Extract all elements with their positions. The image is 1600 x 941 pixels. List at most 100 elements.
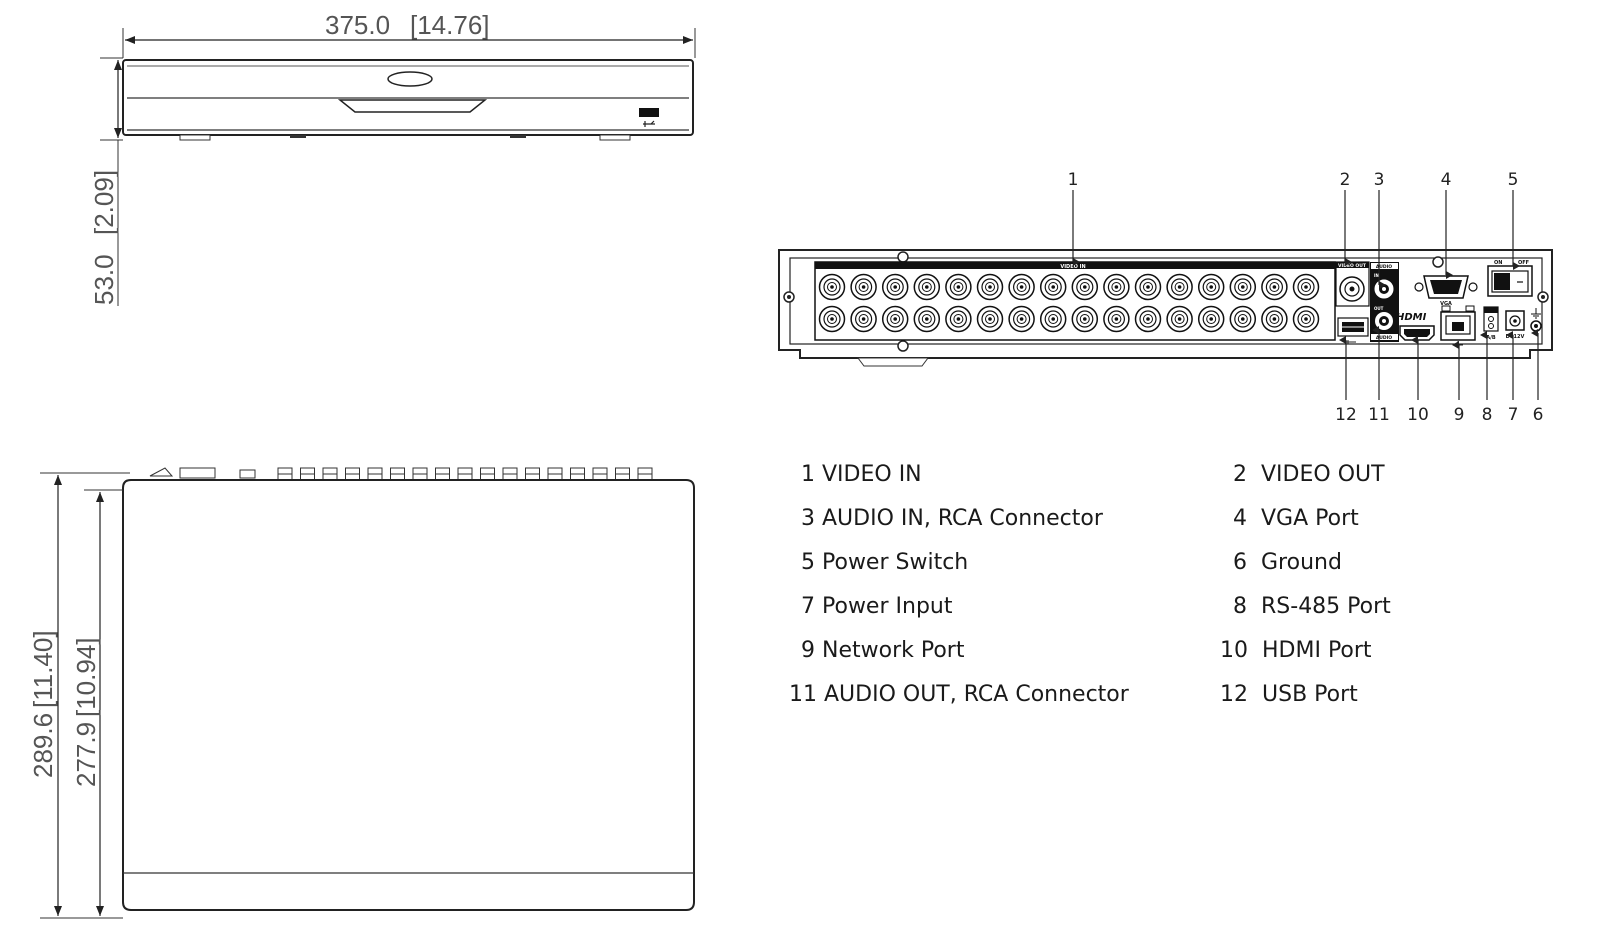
video-in-port xyxy=(818,305,846,333)
switch-off-label: OFF xyxy=(1518,260,1529,266)
legend-item-4: 4 VGA Port xyxy=(1233,506,1359,531)
vga-label: VGA xyxy=(1440,301,1452,307)
legend-item-7: 7 Power Input xyxy=(801,594,952,619)
legend-item-10: 10 HDMI Port xyxy=(1220,638,1372,663)
front-view: 375.0 [14.76] 53.0 [2.09] xyxy=(89,10,696,306)
legend-item-11: 11 AUDIO OUT, RCA Connector xyxy=(789,682,1129,707)
power-input-label: DC12V xyxy=(1506,334,1525,340)
callout-2: 2 xyxy=(1340,170,1351,190)
width-dimension: 375.0 xyxy=(325,10,390,40)
video-in-port xyxy=(1166,305,1193,333)
legend-item-3: 3 AUDIO IN, RCA Connector xyxy=(801,506,1103,531)
height-dimension: 53.0 xyxy=(89,254,119,305)
video-in-port xyxy=(976,273,1004,301)
dahua-logo xyxy=(387,71,433,87)
video-in-port xyxy=(1261,273,1288,301)
top-body xyxy=(122,479,695,911)
legend-num: 10 xyxy=(1220,638,1248,663)
top-connector xyxy=(322,467,338,481)
legend-text: USB Port xyxy=(1262,682,1358,707)
legend-text: VGA Port xyxy=(1261,506,1359,531)
legend-text: VIDEO OUT xyxy=(1261,462,1385,487)
video-in-port xyxy=(1292,273,1320,301)
legend-num: 3 xyxy=(801,506,815,531)
top-connector xyxy=(547,467,563,481)
video-in-port xyxy=(1166,273,1193,301)
video-in-port xyxy=(850,273,877,301)
legend-item-2: 2 VIDEO OUT xyxy=(1233,462,1385,487)
hdmi-label: HDMI xyxy=(1396,312,1427,323)
video-in-port xyxy=(1134,273,1162,301)
video-in-ports xyxy=(818,273,1320,333)
callout-5: 5 xyxy=(1508,170,1519,190)
legend-text: Power Switch xyxy=(822,550,969,575)
legend-item-12: 12 USB Port xyxy=(1220,682,1358,707)
usb-icon xyxy=(639,108,659,117)
legend-num: 2 xyxy=(1233,462,1247,487)
legend-text: RS-485 Port xyxy=(1261,594,1391,619)
video-in-port xyxy=(1103,273,1130,301)
legend-num: 4 xyxy=(1233,506,1247,531)
audio-top-label: AUDIO xyxy=(1376,264,1392,270)
top-connector xyxy=(525,467,540,481)
callout-11: 11 xyxy=(1368,405,1390,425)
legend-num: 11 xyxy=(789,682,817,707)
legend-item-6: 6 Ground xyxy=(1233,550,1342,575)
legend-text: AUDIO OUT, RCA Connector xyxy=(824,682,1129,707)
callout-8: 8 xyxy=(1482,405,1493,425)
legend-text: Power Input xyxy=(822,594,953,619)
depth-inner-dimension: 277.9 xyxy=(71,722,101,787)
video-in-port xyxy=(850,305,877,333)
top-connector xyxy=(277,467,293,481)
video-in-port xyxy=(1134,305,1162,333)
video-in-port xyxy=(976,305,1004,333)
usb-icon xyxy=(1346,340,1356,344)
switch-on-label: ON xyxy=(1494,260,1502,266)
callout-12: 12 xyxy=(1335,405,1357,425)
audio-bottom-label: AUDIO xyxy=(1376,335,1392,341)
front-handle xyxy=(337,99,488,113)
video-in-port xyxy=(1229,305,1257,333)
video-in-port xyxy=(945,305,972,333)
callout-9: 9 xyxy=(1454,405,1465,425)
legend-num: 8 xyxy=(1233,594,1247,619)
top-connector xyxy=(412,467,428,481)
callout-4: 4 xyxy=(1441,170,1452,190)
legend-num: 7 xyxy=(801,594,815,619)
depth-outer-dimension: 289.6 xyxy=(28,713,58,778)
legend-num: 1 xyxy=(801,462,815,487)
callout-10: 10 xyxy=(1407,405,1429,425)
legend-text: HDMI Port xyxy=(1262,638,1372,663)
top-connector xyxy=(345,467,360,481)
callout-3: 3 xyxy=(1374,170,1385,190)
video-in-port xyxy=(945,273,972,301)
video-in-port xyxy=(1039,273,1067,301)
video-in-port xyxy=(1197,273,1225,301)
video-in-port xyxy=(881,305,909,333)
audio-out-label: OUT xyxy=(1374,306,1384,311)
height-dimension-inches: [2.09] xyxy=(89,170,119,235)
legend-text: VIDEO IN xyxy=(822,462,922,487)
depth-outer-dimension-inches: [11.40] xyxy=(28,630,58,708)
legend-num: 12 xyxy=(1220,682,1248,707)
top-connector xyxy=(435,467,450,481)
top-connector xyxy=(570,467,585,481)
top-connector xyxy=(480,467,495,481)
video-in-port xyxy=(881,273,909,301)
legend-item-9: 9 Network Port xyxy=(801,638,964,663)
depth-inner-dimension-inches: [10.94] xyxy=(71,637,101,717)
legend-text: AUDIO IN, RCA Connector xyxy=(822,506,1103,531)
legend-text: Network Port xyxy=(822,638,965,663)
top-connector xyxy=(502,467,518,481)
top-connectors xyxy=(277,467,653,481)
legend-text: Ground xyxy=(1261,550,1342,575)
legend-item-8: 8 RS-485 Port xyxy=(1233,594,1391,619)
top-connector xyxy=(390,467,405,481)
video-in-port xyxy=(1292,305,1320,333)
top-connector xyxy=(457,467,473,481)
video-in-port xyxy=(1008,305,1035,333)
video-out-label: VIDEO OUT xyxy=(1338,263,1367,269)
video-in-label: VIDEO IN xyxy=(1060,264,1085,270)
video-in-port xyxy=(1261,305,1288,333)
